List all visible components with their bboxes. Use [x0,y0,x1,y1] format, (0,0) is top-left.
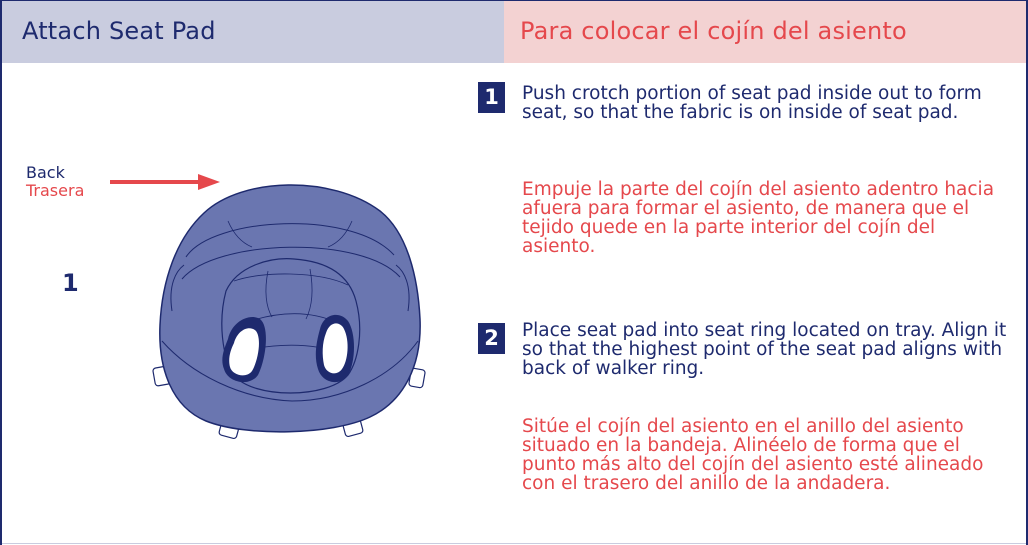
step-2-text-english: Place seat pad into seat ring located on… [522,320,1007,379]
page-title-english: Attach Seat Pad [22,17,216,45]
page-title-spanish: Para colocar el cojín del asiento [520,17,907,45]
back-label: Back [26,163,65,182]
step-number-1: 1 [478,82,505,113]
bottom-divider [2,543,1026,544]
seat-pad-illustration [152,184,426,440]
step-number-2: 2 [478,323,505,354]
header-spanish: Para colocar el cojín del asiento [504,1,1026,63]
figure-step-number: 1 [62,269,79,297]
back-arrow-icon [110,174,220,190]
header-english: Attach Seat Pad [2,1,504,63]
back-label-spanish: Trasera [26,181,85,200]
step-1-text-english: Push crotch portion of seat pad inside o… [522,83,982,123]
step-2-text-spanish: Sitúe el cojín del asiento en el anillo … [522,416,984,494]
step-1-text-spanish: Empuje la parte del cojín del asiento ad… [522,179,995,257]
